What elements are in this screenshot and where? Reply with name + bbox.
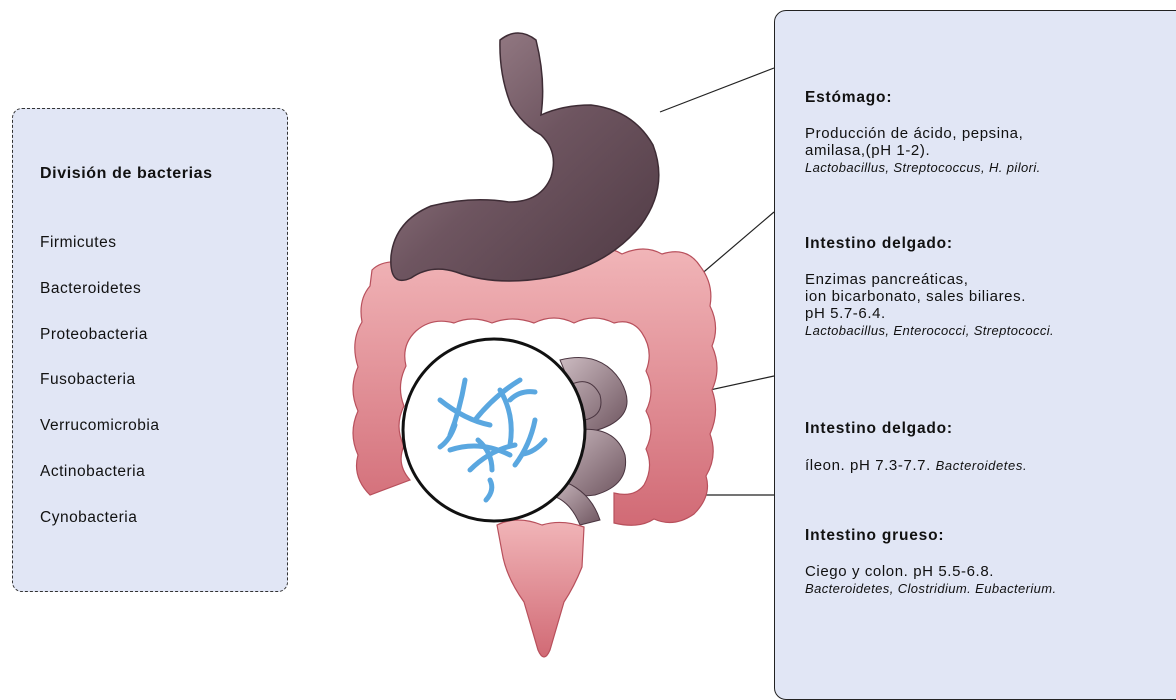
text-line: íleon. pH 7.3-7.7. [805,457,931,474]
section-text-stomach: Producción de ácido, pepsina, amilasa,(p… [805,125,1041,176]
list-item: Proteobacteria [40,326,160,372]
text-line: amilasa,(pH 1-2). [805,142,1041,159]
list-item: Firmicutes [40,234,160,280]
section-text-large-intestine: Ciego y colon. pH 5.5-6.8. Bacteroidetes… [805,563,1057,597]
panel-title: División de bacterias [40,165,213,183]
list-item: Actinobacteria [40,463,160,509]
list-item: Cynobacteria [40,509,160,555]
section-title-small-intestine: Intestino delgado: [805,235,953,253]
phyla-list: Firmicutes Bacteroidetes Proteobacteria … [40,234,160,555]
list-item: Verrucomicrobia [40,417,160,463]
section-text-small-intestine: Enzimas pancreáticas, ion bicarbonato, s… [805,271,1054,339]
section-title-large-intestine: Intestino grueso: [805,527,944,545]
text-line: pH 5.7-6.4. [805,305,1054,322]
stomach [391,33,659,281]
bacteria-inline: Bacteroidetes. [936,458,1028,473]
bacteria-line: Bacteroidetes, Clostridium. Eubacterium. [805,580,1057,597]
bacteria-magnifier [403,339,585,521]
text-line: Enzimas pancreáticas, [805,271,1054,288]
section-title-stomach: Estómago: [805,89,892,107]
text-line: Ciego y colon. pH 5.5-6.8. [805,563,1057,580]
bacteria-line: Lactobacillus, Streptococcus, H. pilori. [805,159,1041,176]
text-line: ion bicarbonato, sales biliares. [805,288,1054,305]
bacteria-division-panel: División de bacterias Firmicutes Bactero… [12,108,288,592]
text-line: Producción de ácido, pepsina, [805,125,1041,142]
section-title-ileum: Intestino delgado: [805,420,953,438]
section-text-ileum: íleon. pH 7.3-7.7. Bacteroidetes. [805,457,1027,474]
organ-info-panel: Estómago: Producción de ácido, pepsina, … [774,10,1176,700]
bacteria-line: Lactobacillus, Enterococci, Streptococci… [805,322,1054,339]
list-item: Bacteroidetes [40,280,160,326]
list-item: Fusobacteria [40,371,160,417]
